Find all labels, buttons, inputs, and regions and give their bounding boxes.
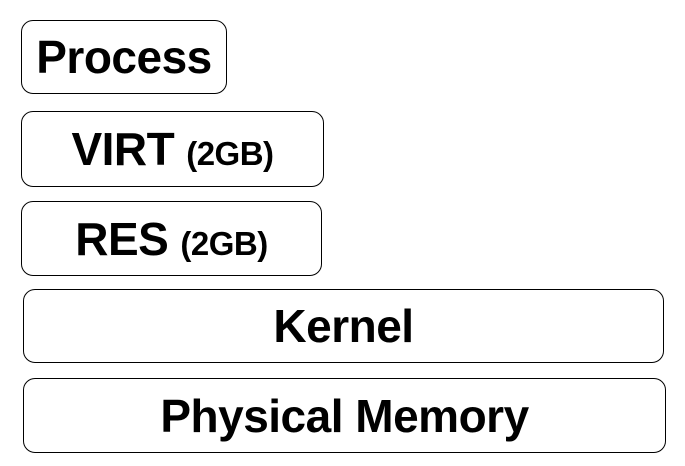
- box-res-sublabel: (2GB): [180, 224, 268, 262]
- box-virt: VIRT (2GB): [21, 111, 324, 187]
- box-virt-sublabel: (2GB): [186, 135, 274, 172]
- box-kernel-label: Kernel: [273, 300, 414, 352]
- box-virt-line: VIRT (2GB): [71, 123, 274, 175]
- box-process-line: Process: [36, 34, 212, 80]
- box-virt-label: VIRT: [71, 123, 175, 175]
- box-kernel: Kernel: [23, 289, 664, 363]
- box-physical-memory-label: Physical Memory: [160, 389, 529, 442]
- box-res-label: RES: [75, 212, 169, 265]
- box-process: Process: [21, 20, 227, 94]
- box-physical-memory: Physical Memory: [23, 378, 666, 453]
- box-physical-memory-line: Physical Memory: [160, 389, 529, 442]
- box-res-line: RES (2GB): [75, 212, 268, 265]
- box-kernel-line: Kernel: [273, 300, 414, 352]
- box-process-label: Process: [36, 31, 212, 83]
- box-res: RES (2GB): [21, 201, 322, 276]
